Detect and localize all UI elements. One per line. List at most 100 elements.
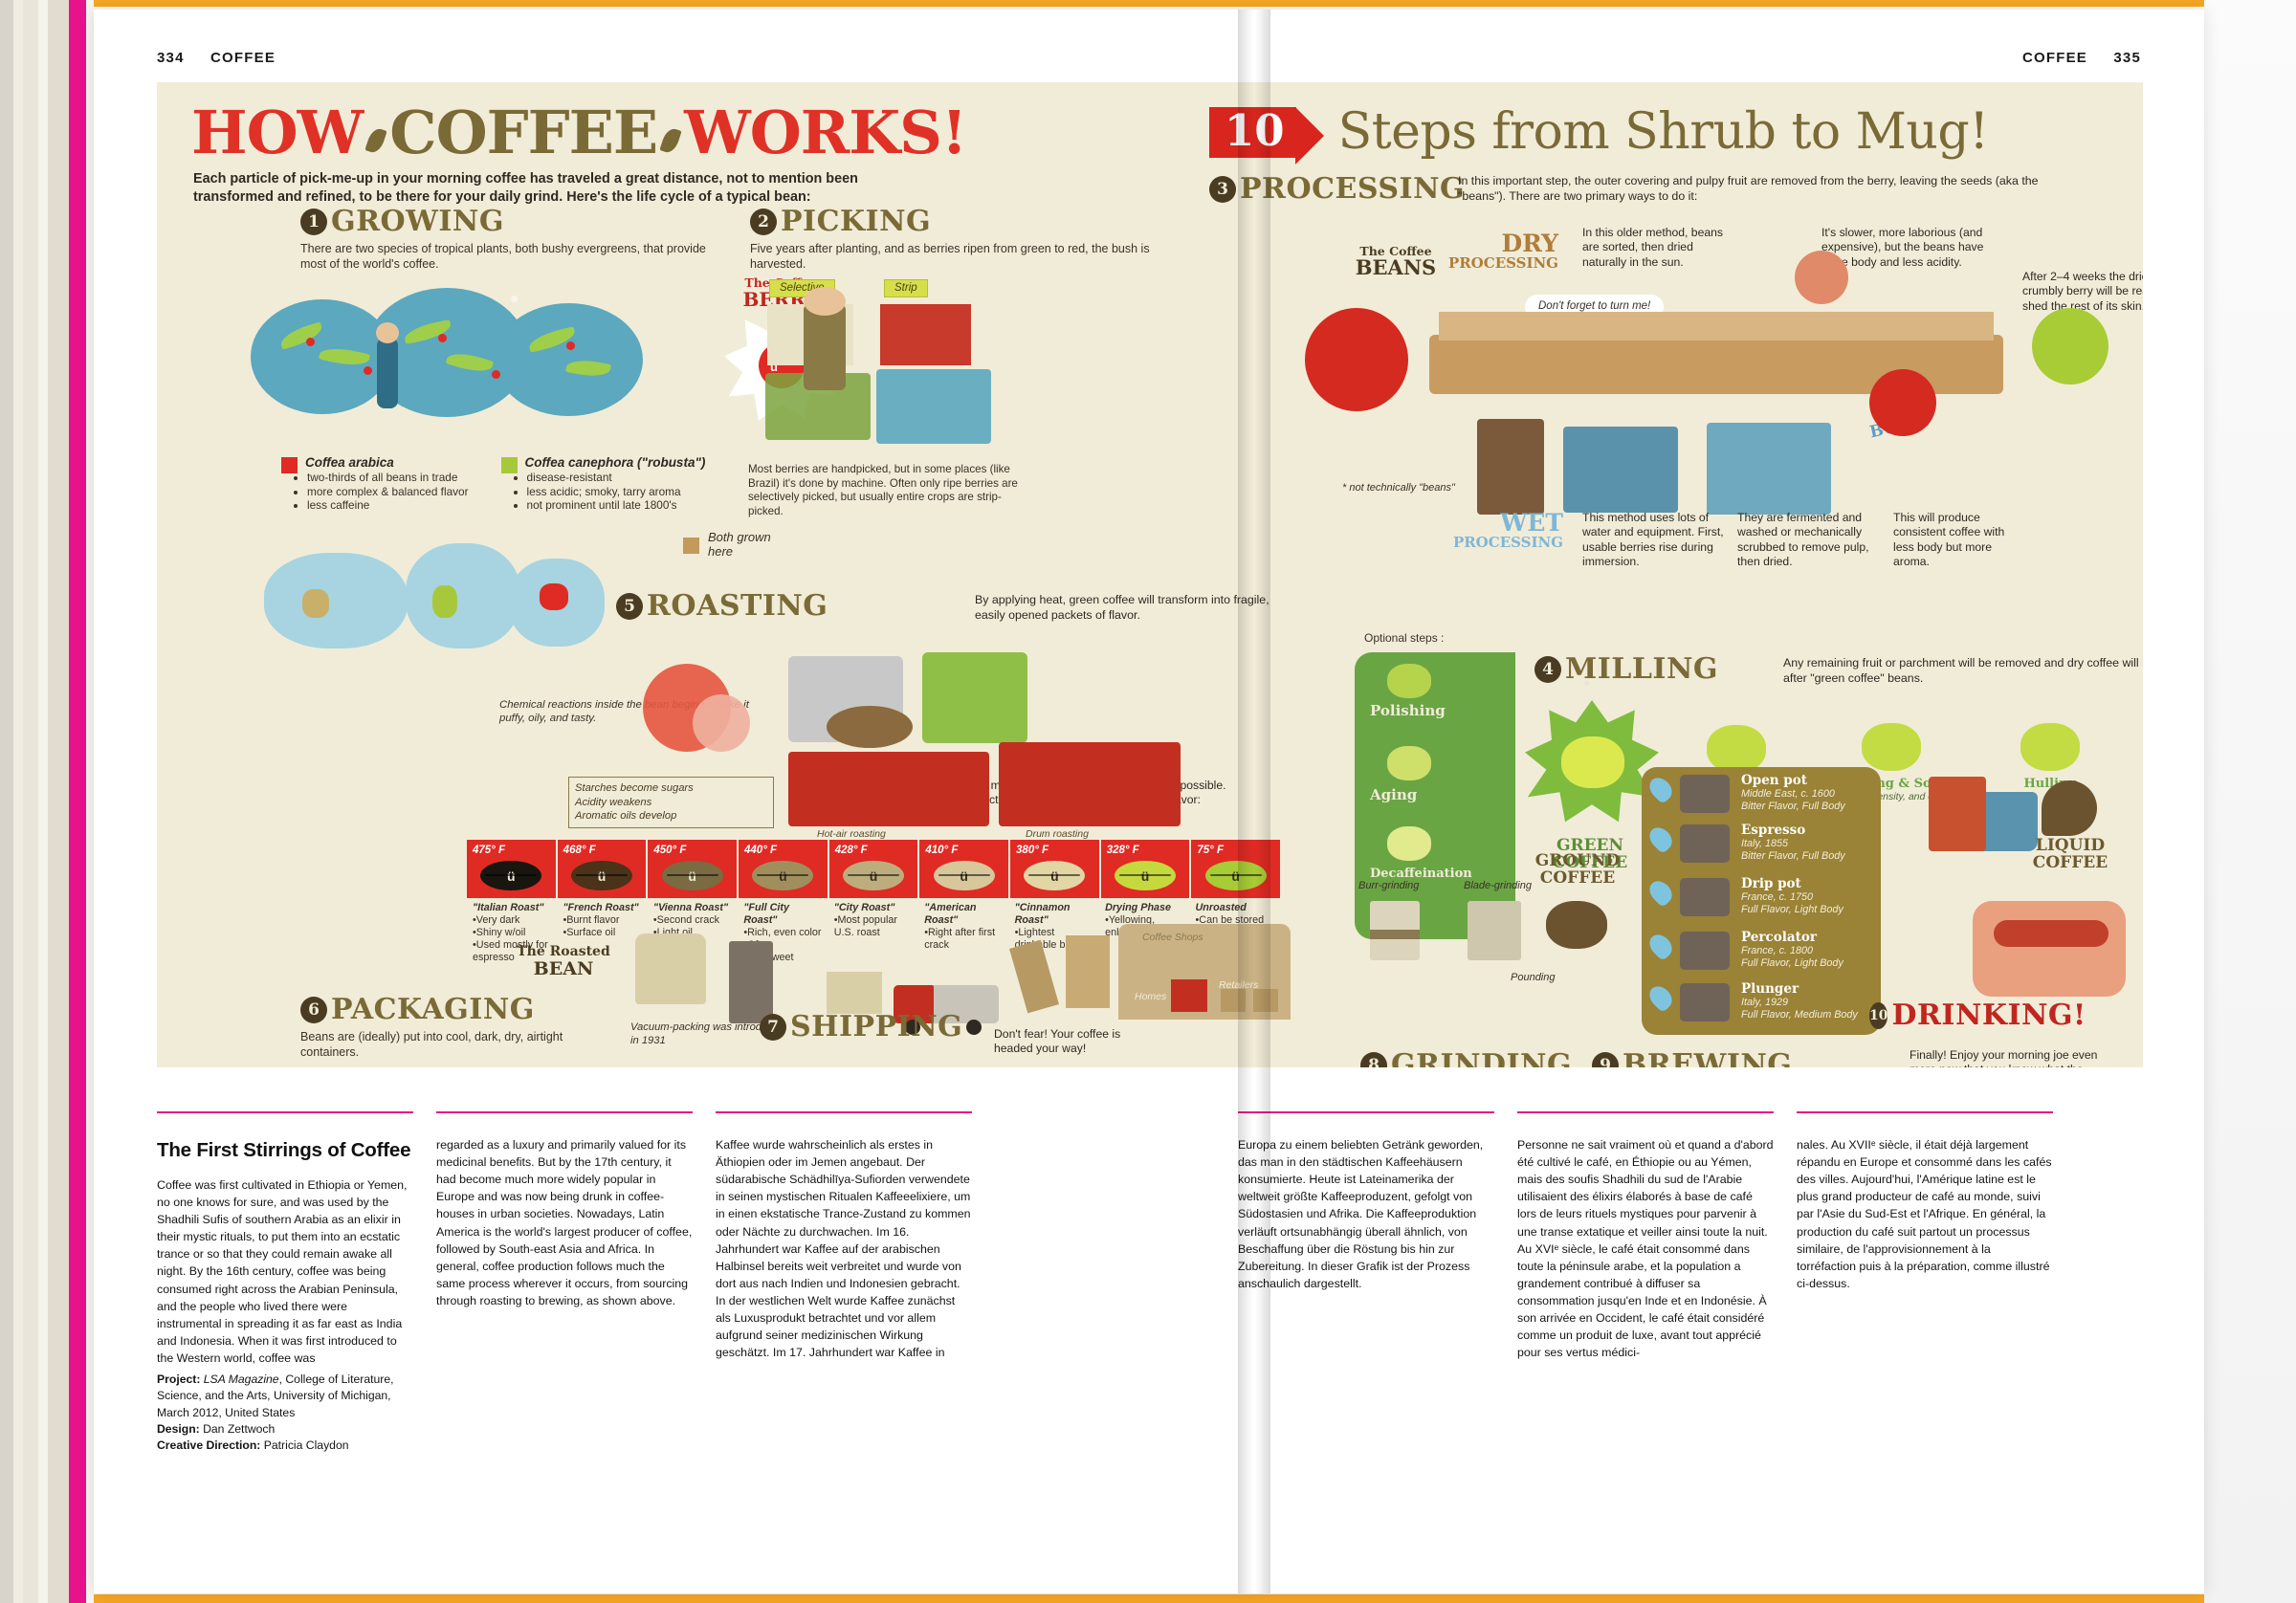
article-de-col1: Kaffee wurde wahrscheinlich als erstes i… [716,1138,971,1360]
brew-method-flavor: Full Flavor, Light Body [1741,957,1843,970]
folio-left: 334 COFFEE [157,50,276,66]
brew-method-origin: Italy, 1855 [1741,838,1789,849]
picking-chip-strip: Strip [884,279,928,297]
coffee-plant-illustration [251,278,672,446]
credit-project-value: LSA Magazine [200,1372,279,1386]
roasted-bean-big: BEAN [533,958,594,980]
coffee-bean-icon [659,126,682,155]
page-title: HOW COFFEE WORKS! [191,98,967,167]
roast-bean-icon: ü [1115,861,1177,890]
dry-processing-text-1: In this older method, beans are sorted, … [1582,226,1724,269]
ground-bean-icon [1546,901,1607,949]
coffee-bean-icon [364,126,387,155]
step-title-processing: PROCESSING [1240,172,1466,206]
article-fr-col1: Personne ne sait vraiment où et quand a … [1517,1138,1774,1360]
wet-title-a: WET [1500,509,1563,537]
credit-project-rest: , College of Literature, Science, and th… [157,1372,394,1419]
roast-bullets: •Burnt flavor •Surface oil [563,913,620,938]
title-word-how: HOW [191,98,364,167]
wet-processing-title: WET PROCESSING [1429,511,1563,550]
article-en-col1: Coffee was first cultivated in Ethiopia … [157,1177,408,1366]
green-bean-icon [2032,308,2108,384]
infographic-canvas: HOW COFFEE WORKS! Each particle of pick-… [157,82,2143,1067]
legend-robusta-name: Coffea canephora ("robusta") [524,455,706,470]
list-item: two-thirds of all beans in trade [307,471,469,485]
legend-both-grown: Both grown here [683,530,779,559]
burr-grinding-label: Burr-grinding [1358,880,1420,891]
roast-label: Drying Phase•Yellowing, enlarging [1099,902,1189,964]
roast-temperature: 440° F [744,845,778,856]
bean-icon [2020,723,2080,771]
wet-processing-text-3: This will produce consistent coffee with… [1893,511,2005,569]
list-item: disease-resistant [527,471,706,485]
section-picking: 2 PICKING Five years after planting, and… [750,205,1152,273]
running-head-left: COFFEE [210,50,276,66]
step-number-3: 3 [1209,175,1236,203]
coffee-beans-label: The Coffee BEANS [1343,245,1448,278]
rule-col2 [436,1111,693,1113]
section-growing: 1 GROWING There are two species of tropi… [300,205,731,273]
wet-machine [1477,419,1544,515]
running-head-right: COFFEE [2021,50,2087,66]
ten-steps-banner: 10 Steps from Shrub to Mug! [1209,103,1989,165]
section-shipping-heading: 7 SHIPPING [760,1010,1123,1043]
roast-bean-icon: ü [752,861,814,890]
roast-temperature: 328° F [1106,845,1139,856]
bean-icon [1387,664,1431,698]
roast-name: "French Roast" [563,902,639,913]
ground-coffee-text: GROUND COFFEE [1534,851,1621,888]
credit-direction-label: Creative Direction: [157,1438,261,1453]
article-column-1: The First Stirrings of Coffee Coffee was… [157,1136,413,1367]
brew-method-origin: France, c. 1800 [1741,945,1814,956]
section-processing: 3 PROCESSING [1209,172,1465,206]
roast-temperature: 450° F [653,845,687,856]
wet-tank-1 [1563,427,1678,513]
step-number-9: 9 [1592,1051,1619,1067]
coffee-drop-icon [2042,780,2097,836]
roast-temperature: 475° F [473,845,506,856]
rule-col5 [1517,1111,1774,1113]
bean-icon [1387,746,1431,780]
section-picking-body: Five years after planting, and as berrie… [750,242,1150,271]
wet-title-b: PROCESSING [1452,533,1563,551]
list-item: less acidic; smoky, tarry aroma [527,485,706,499]
page-number-right: 335 [2113,50,2141,66]
roast-temperature: 380° F [1016,845,1049,856]
brew-method-flavor: Bitter Flavor, Full Body [1741,801,1845,813]
sun-icon [1795,251,1848,304]
section-shipping: 7 SHIPPING [760,1010,1123,1043]
roast-bean-icon: ü [843,861,905,890]
shipping-map-retailers: Retailers [1219,979,1259,991]
legend-robusta: Coffea canephora ("robusta") disease-res… [500,455,706,513]
rule-col3 [716,1111,972,1113]
shipping-map-shops: Coffee Shops [1142,932,1203,943]
roast-scale-labels: "Italian Roast"•Very dark •Shiny w/oil •… [467,902,1280,964]
brew-device-icon [1680,932,1730,970]
beans-label-small: The Coffee [1359,244,1432,258]
section-milling-body: Any remaining fruit or parchment will be… [1783,656,2143,685]
roasting-body: By applying heat, green coffee will tran… [975,593,1269,622]
brew-device-icon [1680,983,1730,1021]
article-column-5: Personne ne sait vraiment où et quand a … [1517,1136,1774,1361]
rule-col1 [157,1111,413,1113]
banner-number: 10 [1209,106,1324,165]
article-column-2: regarded as a luxury and primarily value… [436,1136,693,1309]
credit-design-label: Design: [157,1421,200,1436]
roast-name: "American Roast" [924,902,977,926]
step-title-shipping: SHIPPING [790,1010,963,1043]
drum-roasting-label: Drum roasting [1026,828,1089,840]
article-column-3: Kaffee wurde wahrscheinlich als erstes i… [716,1136,972,1361]
carafe-icon [1929,777,1986,851]
wet-processing-text-1: This method uses lots of water and equip… [1582,511,1724,569]
banner-text: Steps from Shrub to Mug! [1337,103,1989,161]
beans-label-big: BEANS [1355,255,1437,279]
step-number-7: 7 [760,1013,786,1041]
brew-method-origin: Middle East, c. 1600 [1741,788,1835,800]
step-number-1: 1 [300,208,327,235]
